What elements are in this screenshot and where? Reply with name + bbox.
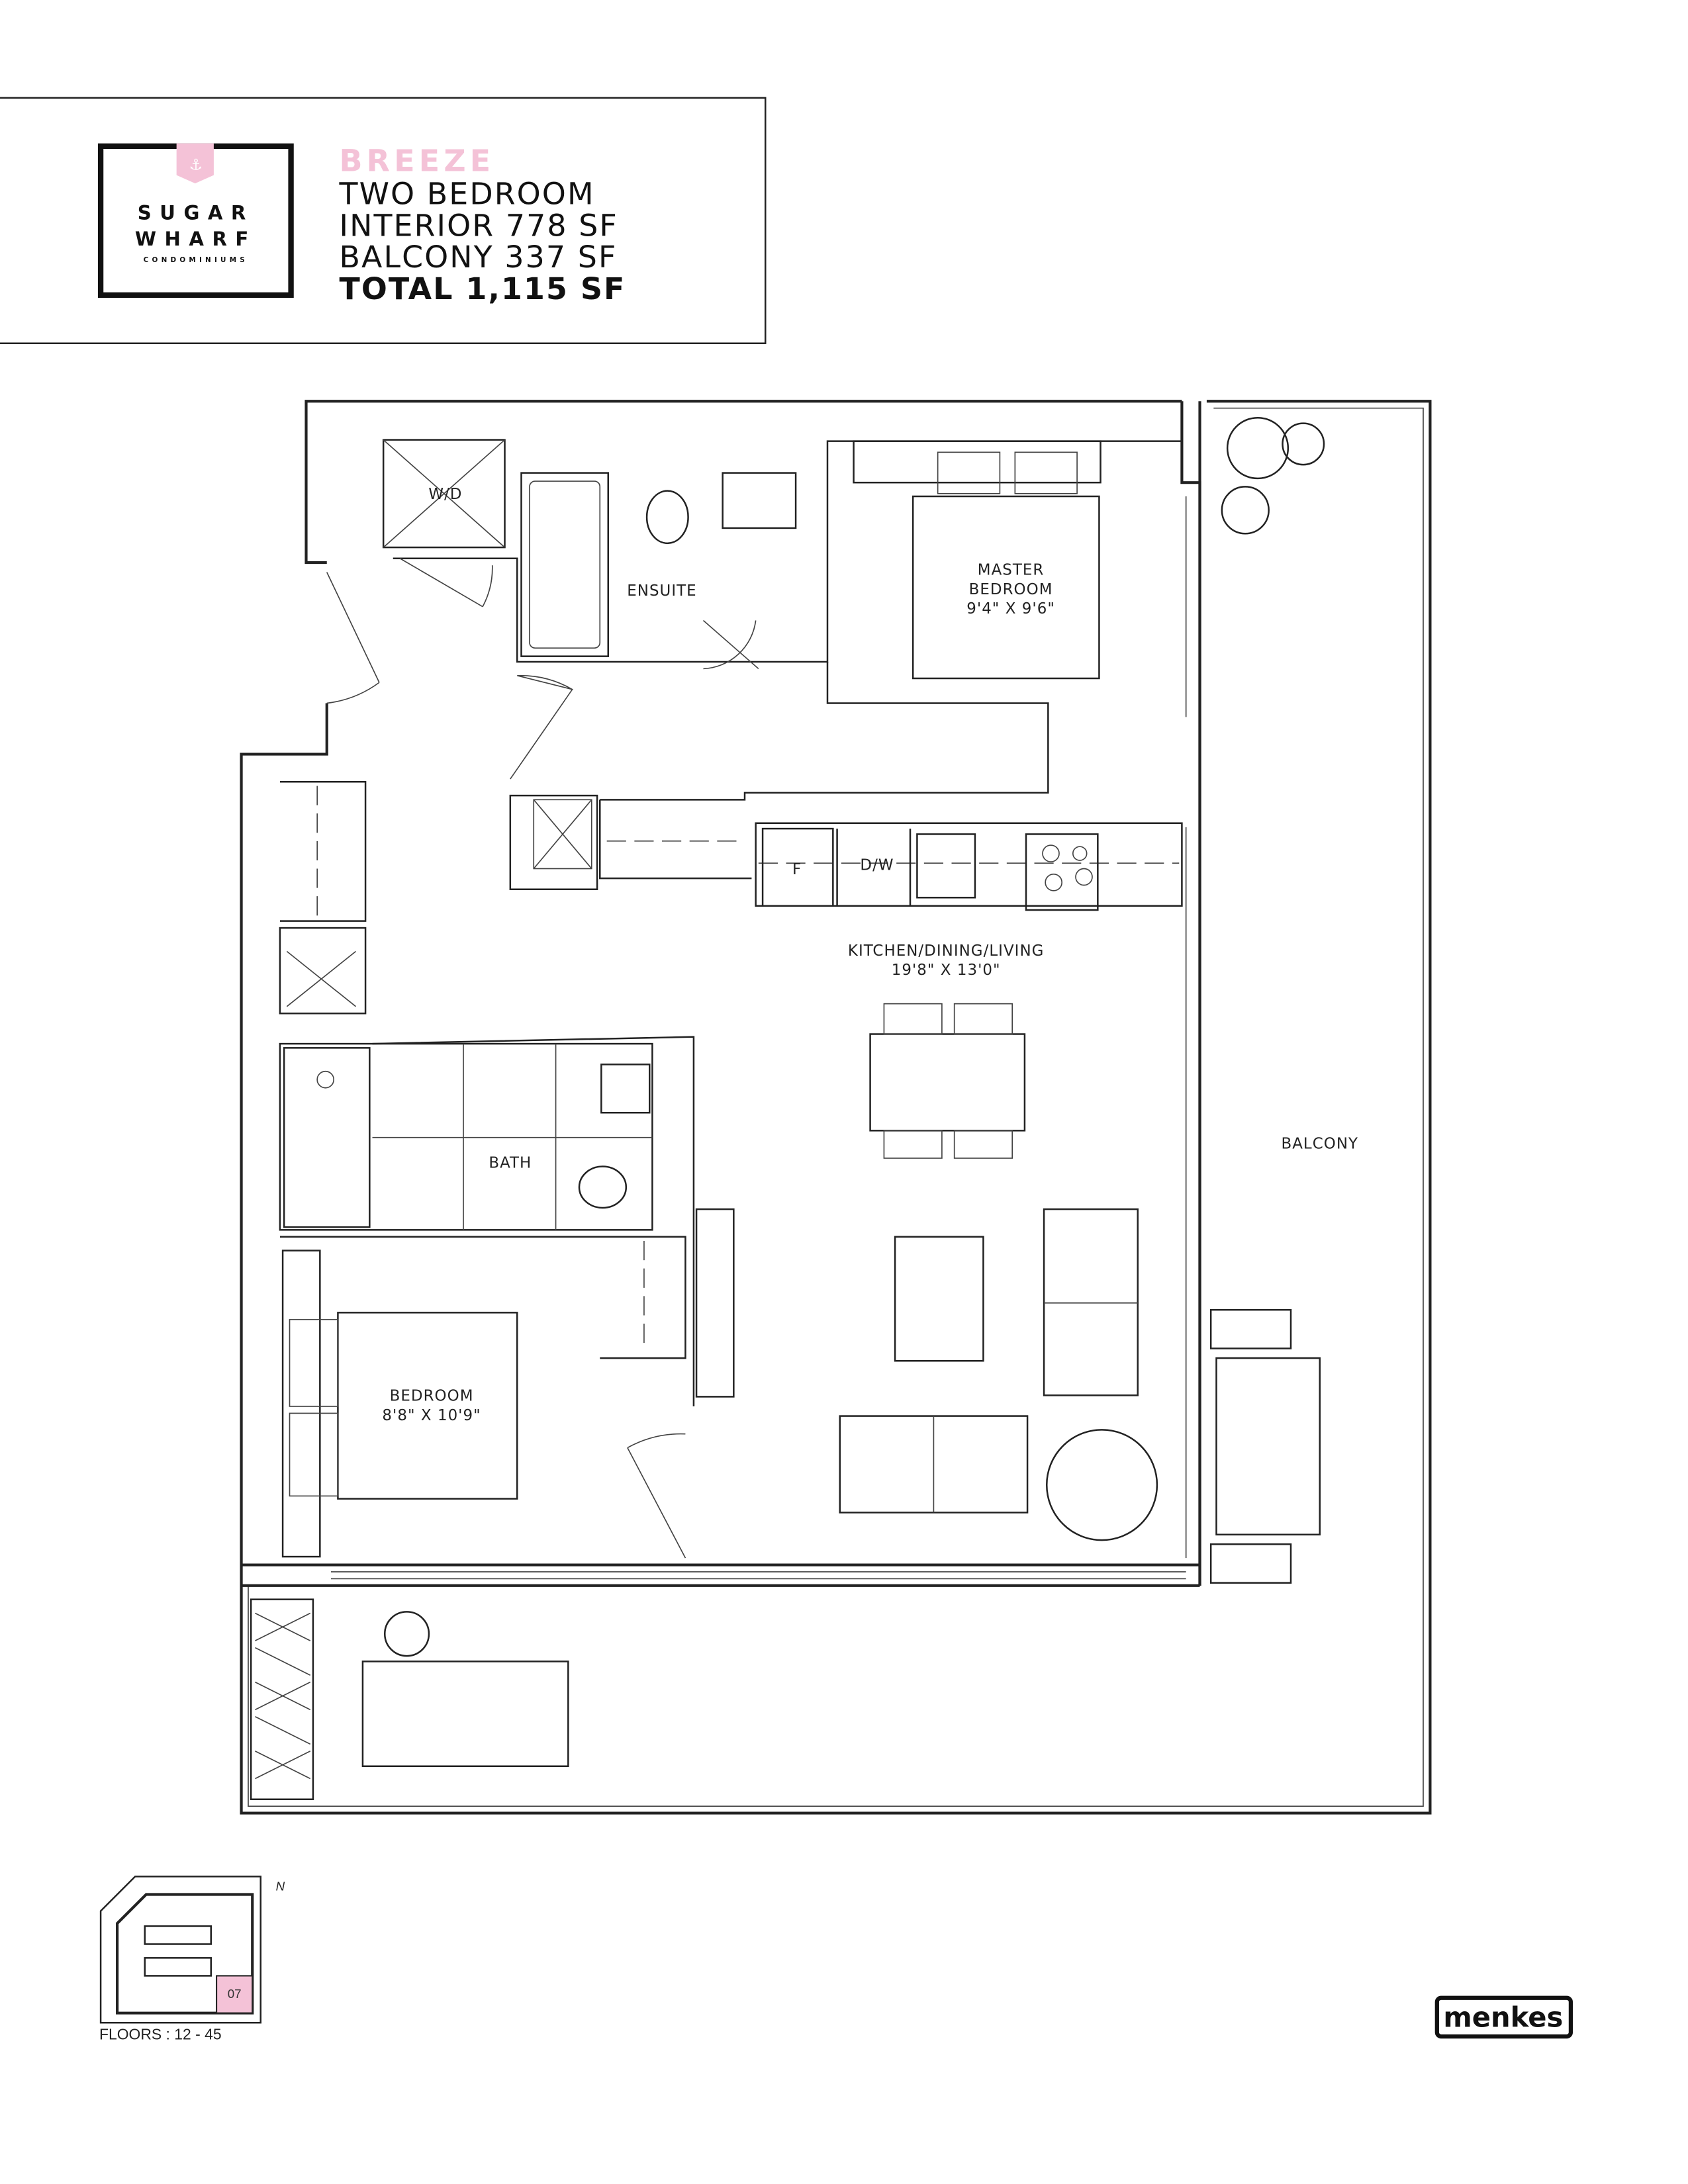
kitchen-sink (916, 833, 976, 899)
sugar-wharf-logo: ⚓ SUGAR WHARF CONDOMINIUMS (97, 143, 294, 298)
suite-name: BREEZE (340, 142, 495, 178)
cooktop (1025, 833, 1099, 911)
fridge (761, 827, 834, 907)
menkes-logo: menkes (1434, 1995, 1573, 2039)
kitchen-counter (755, 822, 1183, 907)
bath-toilet (578, 1165, 628, 1209)
washer-dryer (382, 439, 506, 549)
anchor-icon (176, 143, 214, 184)
sink (722, 472, 797, 529)
svg-text:MASTER: MASTER (978, 562, 1045, 579)
svg-text:8'8" X 10'9": 8'8" X 10'9" (382, 1407, 481, 1424)
key-plan: 07 N FLOORS : 12 - 45 (99, 1876, 285, 2042)
svg-text:BEDROOM: BEDROOM (390, 1388, 474, 1405)
round-table (1046, 1429, 1158, 1541)
north-icon: N (276, 1879, 285, 1893)
svg-text:menkes: menkes (1443, 2001, 1563, 2034)
svg-text:WHARF: WHARF (135, 228, 257, 250)
lounge-chair (361, 1661, 569, 1767)
total-area: TOTAL 1,115 SF (340, 271, 626, 306)
interior-area: INTERIOR 778 SF (340, 207, 618, 243)
coffee-table (894, 1236, 984, 1362)
toilet (645, 490, 689, 545)
svg-text:BEDROOM: BEDROOM (969, 581, 1053, 598)
plant-icon (250, 417, 1325, 1800)
room-label-kitchen-dining-living: KITCHEN/DINING/LIVING (848, 942, 1045, 960)
floor-plan: W/D ENSUITE MASTER BEDROOM 9'4" X 9'6" F… (240, 400, 1432, 1815)
svg-text:W/D: W/D (428, 486, 462, 503)
unit-number: 07 (228, 1987, 242, 2001)
svg-text:CONDOMINIUMS: CONDOMINIUMS (144, 256, 248, 264)
header-panel: ⚓ SUGAR WHARF CONDOMINIUMS BREEZE TWO BE… (0, 97, 767, 344)
media-unit (695, 1208, 735, 1398)
room-label-bath: BATH (489, 1155, 532, 1172)
svg-text:19'8" X 13'0": 19'8" X 13'0" (892, 962, 1001, 979)
bathtub (520, 472, 610, 657)
floors-label: FLOORS : 12 - 45 (99, 2025, 222, 2042)
svg-text:D/W: D/W (860, 857, 894, 874)
bedroom-bed (337, 1312, 518, 1500)
svg-text:SUGAR: SUGAR (138, 201, 254, 224)
room-label-balcony: BALCONY (1281, 1135, 1358, 1152)
svg-text:F: F (792, 861, 802, 878)
unit-type: TWO BEDROOM (339, 175, 595, 211)
room-label-ensuite: ENSUITE (627, 582, 696, 600)
svg-text:⚓: ⚓ (189, 156, 203, 173)
shower (283, 1047, 371, 1228)
dining-table (869, 1033, 1026, 1132)
bath-room (279, 1042, 653, 1231)
balcony-area: BALCONY 337 SF (340, 239, 618, 275)
master-bed (912, 495, 1100, 680)
svg-text:9'4" X 9'6": 9'4" X 9'6" (966, 600, 1055, 617)
sofa (1043, 1208, 1139, 1396)
